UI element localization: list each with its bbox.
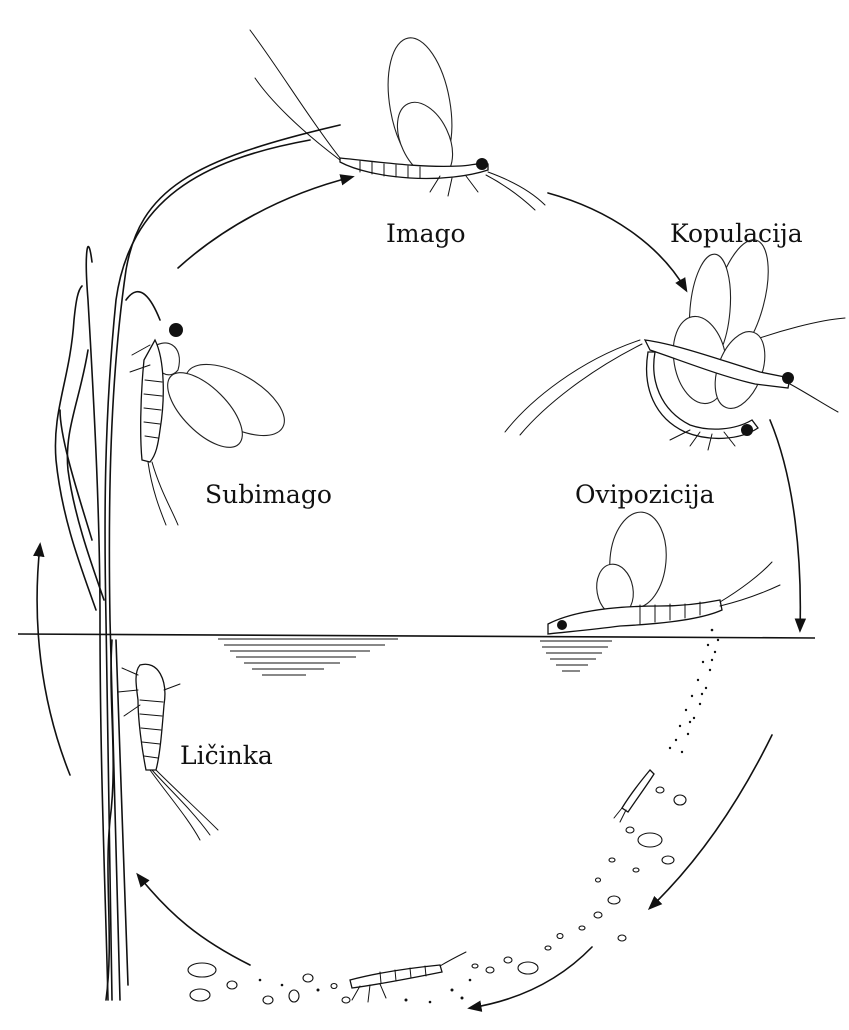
arrow-imago-to-kopulacija — [548, 193, 686, 290]
label-subimago: Subimago — [205, 482, 332, 507]
arrow-larva-bottom — [470, 947, 592, 1008]
mayfly-imago-icon — [250, 30, 545, 210]
water-ripple-right — [540, 641, 612, 671]
ovipositing-female-icon — [548, 510, 780, 634]
water-ripple-left — [218, 639, 398, 675]
arrow-left-ascending — [37, 545, 70, 775]
label-kopulacija: Kopulacija — [670, 221, 803, 246]
mating-pair-icon — [505, 234, 845, 450]
water-surface-line — [18, 634, 815, 638]
plant-stems — [55, 125, 340, 1000]
arrow-bottom-to-stem — [138, 875, 250, 965]
small-nymph-icon — [614, 770, 654, 822]
arrow-kopulacija-to-ovipozicija — [770, 420, 800, 630]
arrow-eggs-to-larva — [650, 735, 772, 908]
label-ovipozicija: Ovipozicija — [575, 482, 715, 507]
egg-stream — [669, 629, 719, 754]
label-licinka: Ličinka — [180, 743, 273, 768]
arrow-subimago-to-imago — [178, 177, 352, 268]
bottom-nymph-icon — [350, 952, 466, 1002]
label-imago: Imago — [386, 221, 466, 246]
